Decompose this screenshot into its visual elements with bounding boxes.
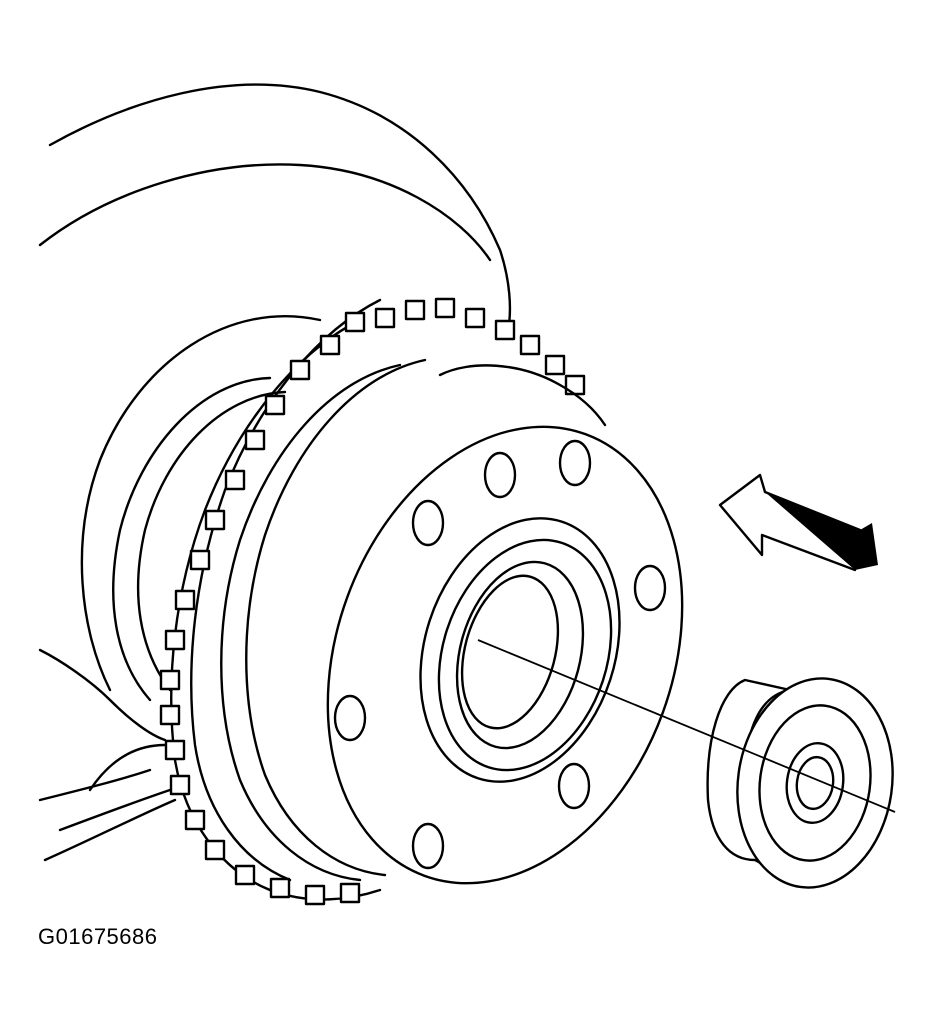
- wheel-hub: [220, 358, 684, 885]
- center-axis-line: [477, 639, 896, 813]
- sensor-tooth: [224, 469, 246, 491]
- sensor-tooth: [159, 669, 181, 691]
- sensor-tooth: [269, 877, 291, 899]
- sensor-tooth: [204, 839, 226, 861]
- sensor-tooth: [289, 359, 311, 381]
- sensor-tooth-ring: [159, 297, 586, 906]
- sensor-tooth: [304, 884, 326, 906]
- sensor-tooth: [339, 882, 361, 904]
- sensor-tooth: [519, 334, 541, 356]
- figure-id-label: G01675686: [38, 924, 158, 949]
- sensor-tooth: [344, 311, 366, 333]
- bolt-holes: [333, 439, 667, 870]
- bearing: [706, 677, 894, 889]
- sensor-tooth: [164, 629, 186, 651]
- backing-plate: [80, 315, 322, 702]
- hub-flange: [326, 425, 684, 885]
- sensor-tooth: [264, 394, 286, 416]
- sensor-tooth: [319, 334, 341, 356]
- knuckle-housing: [38, 83, 512, 862]
- sensor-tooth: [494, 319, 516, 341]
- sensor-tooth: [189, 549, 211, 571]
- sensor-tooth: [464, 307, 486, 329]
- direction-arrow: [718, 473, 878, 572]
- sensor-tooth: [234, 864, 256, 886]
- sensor-tooth: [374, 307, 396, 329]
- sensor-tooth: [159, 704, 181, 726]
- sensor-tooth: [404, 299, 426, 321]
- sensor-tooth: [169, 774, 191, 796]
- sensor-tooth: [164, 739, 186, 761]
- sensor-tooth: [174, 589, 196, 611]
- sensor-tooth: [544, 354, 566, 376]
- sensor-tooth: [204, 509, 226, 531]
- sensor-tooth: [184, 809, 206, 831]
- sensor-tooth: [434, 297, 456, 319]
- sensor-tooth: [244, 429, 266, 451]
